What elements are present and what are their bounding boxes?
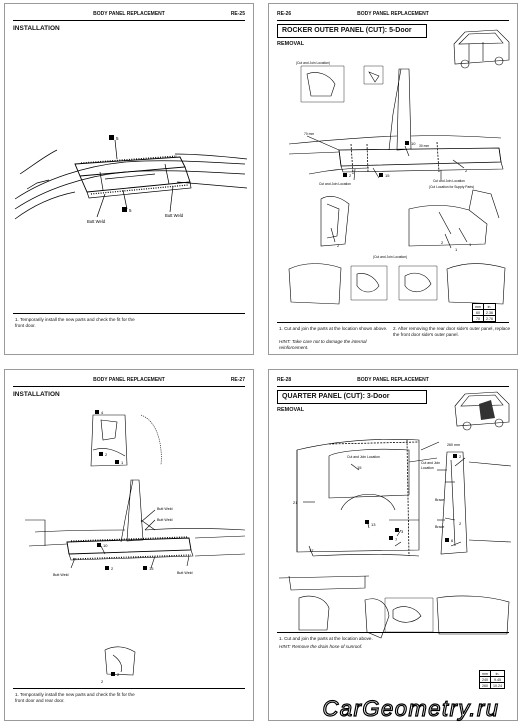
label-part-2d: 2	[441, 240, 444, 245]
label-part-17: 17	[309, 548, 314, 553]
quarter-panel-removal-diagrams: 260 mm Cut and Join Location 15 Cut and …	[278, 391, 512, 639]
label-part-13: 13	[371, 522, 376, 527]
label-part-1: 1	[455, 247, 458, 252]
label-part-2d: 2	[117, 672, 120, 677]
label-30mm: 30 mm	[419, 144, 429, 148]
manual-page-re-28: RE-28 BODY PANEL REPLACEMENT QUARTER PAN…	[268, 369, 518, 721]
hint-text: HINT: Take care not to damage the intern…	[279, 339, 367, 350]
label-part-21: 21	[293, 500, 298, 505]
instruction-step-1: 1. Cut and join the parts at the locatio…	[279, 636, 373, 641]
label-part-7: 7	[395, 537, 398, 542]
page-header: RE-26 BODY PANEL REPLACEMENT	[277, 10, 509, 21]
label-butt-weld-left: Butt Weld	[87, 219, 106, 224]
header-page-number: RE-25	[230, 11, 245, 17]
label-part-15: 15	[385, 173, 390, 178]
manual-page-re-26: RE-26 BODY PANEL REPLACEMENT ROCKER OUTE…	[268, 3, 518, 355]
header-page-number: RE-28	[277, 377, 292, 383]
section-subtitle: REMOVAL	[277, 41, 305, 47]
section-title: QUARTER PANEL (CUT): 3-Door	[277, 390, 427, 404]
table-cell: 2.76	[483, 315, 496, 322]
section-title: INSTALLATION	[13, 391, 60, 398]
label-part-5-bottom: 5	[129, 208, 132, 213]
label-cut-join-location-e: (Cut and Join Location)	[373, 255, 407, 259]
label-butt-weld-a: Butt Weld	[157, 507, 173, 511]
footer-rule	[13, 313, 245, 314]
label-cut-join-location: (Cut and Join Location)	[296, 61, 330, 65]
label-part-5-top: 5	[116, 136, 119, 141]
label-part-6: 6	[451, 538, 454, 543]
instruction-step-2: 2. After removing the rear door side's o…	[393, 326, 511, 337]
label-brace: Brace	[435, 498, 444, 502]
hint-text: HINT: Remove the drain hose of sunroof.	[279, 644, 363, 649]
pillar-rocker-installation-diagram: 4 2 1 Butt Weld Butt Weld 10 2 15 Butt W…	[25, 410, 246, 684]
header-title: BODY PANEL REPLACEMENT	[357, 11, 429, 17]
label-butt-weld-right: Butt Weld	[165, 213, 184, 218]
label-part-3: 3	[401, 529, 404, 534]
label-part-4: 4	[101, 410, 104, 415]
table-cell: 70	[472, 315, 484, 322]
label-cut-join-location-b: Cut and Join Location	[319, 182, 351, 186]
header-title: BODY PANEL REPLACEMENT	[357, 377, 429, 383]
label-butt-weld-c: Butt Weld	[53, 573, 69, 577]
page-header: BODY PANEL REPLACEMENT RE-25	[13, 10, 245, 21]
header-title: BODY PANEL REPLACEMENT	[93, 11, 165, 17]
footer-rule	[277, 632, 509, 633]
label-butt-weld-b: Butt Weld	[157, 518, 173, 522]
label-part-2c: 2	[101, 679, 104, 684]
label-part-10: 10	[411, 141, 416, 146]
label-location: Location	[421, 466, 434, 470]
label-part-2: 2	[459, 454, 462, 459]
footer-rule	[277, 322, 509, 323]
footer-rule	[13, 688, 245, 689]
page-header: RE-28 BODY PANEL REPLACEMENT	[277, 376, 509, 387]
page-header: BODY PANEL REPLACEMENT RE-27	[13, 376, 245, 387]
section-title: INSTALLATION	[13, 25, 60, 32]
header-page-number: RE-27	[230, 377, 245, 383]
instruction-step-1: 1. Cut and join the parts at the locatio…	[279, 326, 388, 331]
table-cell: 10.24	[490, 682, 505, 689]
manual-page-re-25: BODY PANEL REPLACEMENT RE-25 INSTALLATIO…	[4, 3, 254, 355]
label-cut-location-supply: (Cut Location for Supply Parts)	[429, 185, 474, 189]
header-title: BODY PANEL REPLACEMENT	[93, 377, 165, 383]
section-subtitle: REMOVAL	[277, 407, 305, 413]
rocker-panel-removal-diagrams: (Cut and Join Location) 70 mm 30 mm 10 2…	[288, 29, 510, 305]
label-brace-2: Brace	[435, 525, 444, 529]
label-260mm: 260 mm	[447, 443, 460, 447]
instruction-step-1: 1. Temporarily install the new parts and…	[15, 317, 135, 328]
label-70mm: 70 mm	[304, 132, 314, 136]
label-part-15: 15	[149, 566, 154, 571]
manual-page-re-27: BODY PANEL REPLACEMENT RE-27 INSTALLATIO…	[4, 369, 254, 721]
header-page-number: RE-26	[277, 11, 292, 17]
label-part-2b: 2	[465, 168, 468, 173]
watermark-text: CarGeometry.ru	[322, 696, 499, 721]
label-part-2b: 2	[111, 566, 114, 571]
instruction-step-1: 1. Temporarily install the new parts and…	[15, 692, 135, 703]
label-part-2b: 2	[459, 521, 462, 526]
label-butt-weld-d: Butt Weld	[177, 571, 193, 575]
label-part-2c: 2	[337, 243, 340, 248]
label-part-10: 10	[103, 543, 108, 548]
label-cut-join-b: Cut and Join	[421, 461, 440, 465]
label-cut-join-location-c: Cut and Join Location	[433, 179, 465, 183]
label-part-15: 15	[357, 465, 362, 470]
section-title: ROCKER OUTER PANEL (CUT): 5-Door	[277, 24, 427, 38]
label-part-1: 1	[121, 460, 124, 465]
table-cell: 260	[479, 682, 491, 689]
label-part-2: 2	[349, 173, 352, 178]
label-part-2: 2	[105, 452, 108, 457]
label-cut-join-location-a: Cut and Join Location	[347, 455, 380, 459]
cargeometry-watermark-logo: CarGeometry.ru	[322, 695, 499, 721]
rocker-panel-installation-diagram: 5 5 Butt Weld Butt Weld	[14, 135, 248, 224]
label-part-1b: 1	[469, 242, 472, 247]
